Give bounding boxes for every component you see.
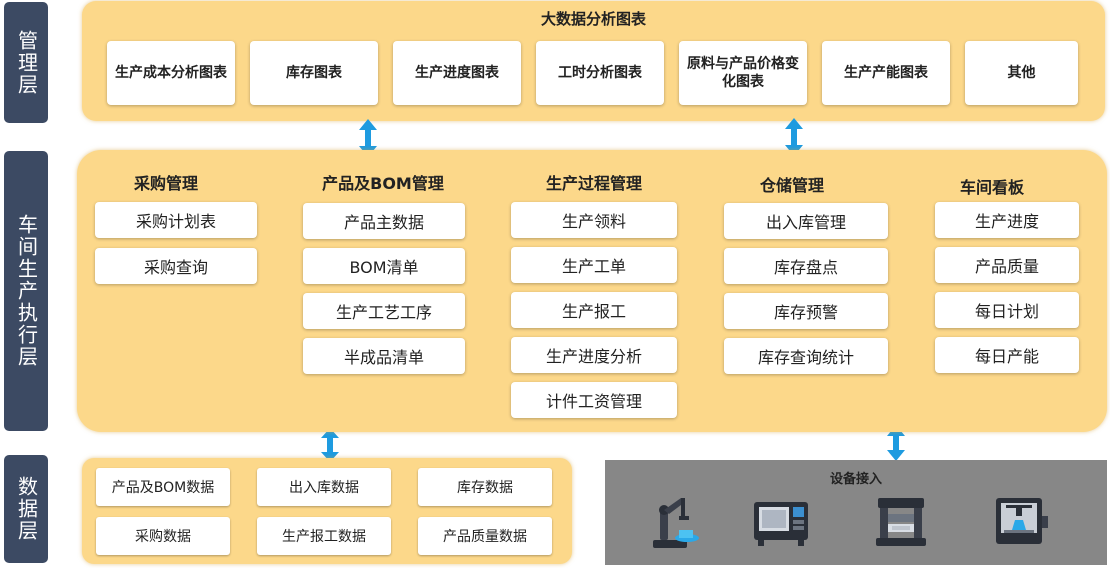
robot-arm-icon (653, 498, 699, 548)
exec-item-process-steps: 生产工艺工序 (303, 293, 465, 329)
exec-item-product-quality: 产品质量 (935, 247, 1079, 283)
press-machine-icon (876, 498, 926, 546)
equipment-panel: 设备接入 (605, 460, 1107, 565)
exec-item-progress-analysis: 生产进度分析 (511, 337, 677, 373)
management-title: 大数据分析图表 (540, 10, 646, 28)
data-item-quality: 产品质量数据 (418, 517, 552, 555)
bidirectional-arrow-icon (359, 119, 377, 157)
management-panel: 大数据分析图表 生产成本分析图表 库存图表 生产进度图表 工时分析图表 原料与产… (82, 1, 1105, 121)
chart-card-work-hours: 工时分析图表 (536, 41, 664, 105)
exec-item-material-requisition: 生产领料 (511, 202, 677, 238)
layer-label-management: 管理层 (4, 2, 48, 123)
chart-card-inventory: 库存图表 (250, 41, 378, 105)
column-title-production-process: 生产过程管理 (545, 174, 642, 193)
exec-item-stock-query: 库存查询统计 (724, 338, 888, 374)
exec-item-piece-wage: 计件工资管理 (511, 382, 677, 418)
chart-card-other: 其他 (965, 41, 1078, 105)
chart-card-price-change: 原料与产品价格变化图表 (679, 41, 807, 105)
bidirectional-arrow-icon (321, 428, 339, 462)
data-item-work-report: 生产报工数据 (257, 517, 391, 555)
data-item-product-bom: 产品及BOM数据 (96, 468, 230, 506)
layer-label-execution: 车间生产执行层 (4, 151, 48, 431)
chart-card-cost: 生产成本分析图表 (107, 41, 235, 105)
chart-card-progress: 生产进度图表 (393, 41, 521, 105)
data-item-in-out-stock: 出入库数据 (257, 468, 391, 506)
bidirectional-arrow-icon (887, 425, 905, 461)
exec-item-work-order: 生产工单 (511, 247, 677, 283)
exec-item-work-report: 生产报工 (511, 292, 677, 328)
3d-printer-icon (996, 498, 1048, 544)
exec-item-product-master: 产品主数据 (303, 203, 465, 239)
exec-item-in-out-stock: 出入库管理 (724, 203, 888, 239)
exec-item-daily-capacity: 每日产能 (935, 337, 1079, 373)
exec-item-daily-plan: 每日计划 (935, 292, 1079, 328)
column-title-purchasing: 采购管理 (133, 174, 198, 193)
column-title-workshop-board: 车间看板 (959, 178, 1024, 197)
execution-panel: 采购管理 采购计划表 采购查询 产品及BOM管理 产品主数据 BOM清单 生产工… (77, 150, 1107, 432)
bidirectional-arrow-icon (785, 118, 803, 156)
data-panel: 产品及BOM数据 出入库数据 库存数据 采购数据 生产报工数据 产品质量数据 (82, 458, 572, 564)
exec-item-production-progress: 生产进度 (935, 202, 1079, 238)
exec-item-stock-alert: 库存预警 (724, 293, 888, 329)
exec-item-semi-finished: 半成品清单 (303, 338, 465, 374)
cnc-machine-icon (754, 502, 808, 546)
data-item-inventory: 库存数据 (418, 468, 552, 506)
exec-item-purchase-plan: 采购计划表 (95, 202, 257, 238)
exec-item-stocktaking: 库存盘点 (724, 248, 888, 284)
equipment-title: 设备接入 (829, 472, 882, 487)
column-title-warehouse: 仓储管理 (759, 176, 824, 195)
data-item-purchasing: 采购数据 (96, 517, 230, 555)
exec-item-purchase-query: 采购查询 (95, 248, 257, 284)
chart-card-capacity: 生产产能图表 (822, 41, 950, 105)
column-title-product-bom: 产品及BOM管理 (322, 174, 444, 193)
layer-label-data: 数据层 (4, 455, 48, 563)
exec-item-bom-list: BOM清单 (303, 248, 465, 284)
